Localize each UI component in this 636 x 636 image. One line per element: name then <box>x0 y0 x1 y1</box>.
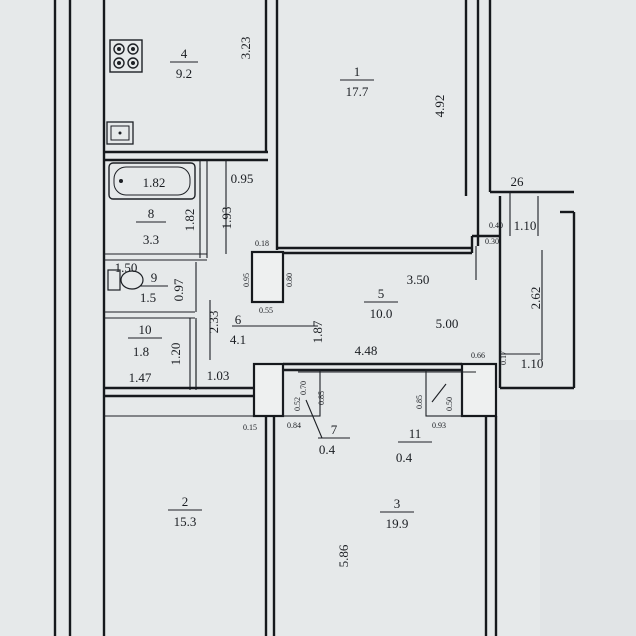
room-6-number: 6 <box>235 312 242 327</box>
room-11-label: 11 0.4 <box>396 426 432 465</box>
stove-icon <box>109 39 143 73</box>
room-5-area: 10.0 <box>370 306 393 321</box>
room-2-number: 2 <box>182 494 189 509</box>
dim-0-40: 0.40 <box>489 221 503 230</box>
room-6-area: 4.1 <box>230 332 246 347</box>
dim-2-62: 2.62 <box>528 287 543 310</box>
paper-shadow <box>540 420 636 636</box>
dim-0-84: 0.84 <box>287 421 301 430</box>
closets <box>282 369 463 439</box>
dimension-lines <box>195 160 543 389</box>
dim-2-33: 2.33 <box>206 311 221 334</box>
dim-1-50: 1.50 <box>115 260 138 275</box>
room-5-number: 5 <box>378 286 385 301</box>
room-10-area: 1.8 <box>133 344 149 359</box>
room-9-label: 9 1.5 <box>140 270 168 305</box>
room-7-number: 7 <box>331 422 338 437</box>
room-10-number: 10 <box>139 322 152 337</box>
room-11-area: 0.4 <box>396 450 413 465</box>
room-9-number: 9 <box>151 270 158 285</box>
dim-0-18: 0.18 <box>255 239 269 248</box>
dim-0-30: 0.30 <box>485 237 499 246</box>
room-6-label: 6 4.1 <box>230 312 246 347</box>
dim-0-52: 0.52 <box>293 397 302 411</box>
dim-0-50: 0.50 <box>445 397 454 411</box>
dim-0-95-col: 0.95 <box>242 273 251 287</box>
dim-1-03: 1.03 <box>207 368 230 383</box>
room-5-label: 5 10.0 <box>364 286 398 321</box>
dim-1-47: 1.47 <box>129 370 152 385</box>
room-1-label: 1 17.7 <box>340 64 374 99</box>
dim-1-82-side: 1.82 <box>182 209 197 232</box>
dim-0-70: 0.70 <box>299 381 308 395</box>
dim-0-97: 0.97 <box>171 278 186 301</box>
dim-0-85-right: 0.85 <box>415 395 424 409</box>
dim-0-80: 0.80 <box>285 273 294 287</box>
dim-1-87: 1.87 <box>310 320 325 343</box>
dim-4-92: 4.92 <box>432 95 447 118</box>
room-1-area: 17.7 <box>346 84 369 99</box>
room-2-area: 15.3 <box>174 514 197 529</box>
room-4-number: 4 <box>181 46 188 61</box>
room-8-label: 8 3.3 <box>136 206 166 247</box>
room-3-label: 3 19.9 <box>380 496 414 531</box>
column-right <box>460 362 498 418</box>
room-7-label: 7 0.4 <box>318 422 350 457</box>
dim-0-93: 0.93 <box>432 421 446 430</box>
column-hall <box>250 250 285 304</box>
dim-3-23: 3.23 <box>238 37 253 60</box>
room-7-area: 0.4 <box>319 442 336 457</box>
dim-26: 26 <box>511 174 525 189</box>
column-left <box>252 362 285 418</box>
dim-4-48: 4.48 <box>355 343 378 358</box>
dim-1-82-tub: 1.82 <box>143 175 166 190</box>
dim-0-15: 0.15 <box>243 423 257 432</box>
sink-icon <box>106 121 134 145</box>
room-10-label: 10 1.8 <box>128 322 162 359</box>
toilet-icon <box>107 269 144 291</box>
dim-0-95-top: 0.95 <box>231 171 254 186</box>
dim-1-20: 1.20 <box>168 343 183 366</box>
dim-1-10-bottom: 1.10 <box>521 356 544 371</box>
bathtub-icon <box>108 162 196 200</box>
room-4-label: 4 9.2 <box>170 46 198 81</box>
dim-0-55: 0.55 <box>259 306 273 315</box>
room-3-area: 19.9 <box>386 516 409 531</box>
dimension-labels: 3.23 4.92 26 1.10 0.40 0.30 2.62 3.50 5.… <box>115 37 544 568</box>
room-2-label: 2 15.3 <box>168 494 202 529</box>
dim-5-86: 5.86 <box>336 544 351 567</box>
dim-1-10-top: 1.10 <box>514 218 537 233</box>
room-labels: 1 17.7 2 15.3 3 19.9 4 9.2 5 10.0 6 4.1 <box>128 46 432 531</box>
room-11-number: 11 <box>409 426 422 441</box>
room-9-area: 1.5 <box>140 290 156 305</box>
room-3-number: 3 <box>394 496 401 511</box>
room-4-area: 9.2 <box>176 66 192 81</box>
dim-5-00: 5.00 <box>436 316 459 331</box>
dim-1-93: 1.93 <box>219 207 234 230</box>
dim-0-85-left: 0.85 <box>317 391 326 405</box>
dim-3-50: 3.50 <box>407 272 430 287</box>
room-8-area: 3.3 <box>143 232 159 247</box>
dim-0-17: 0.17 <box>499 351 508 365</box>
columns <box>250 250 498 418</box>
room-1-number: 1 <box>354 64 361 79</box>
dim-0-66: 0.66 <box>471 351 485 360</box>
room-8-number: 8 <box>148 206 155 221</box>
